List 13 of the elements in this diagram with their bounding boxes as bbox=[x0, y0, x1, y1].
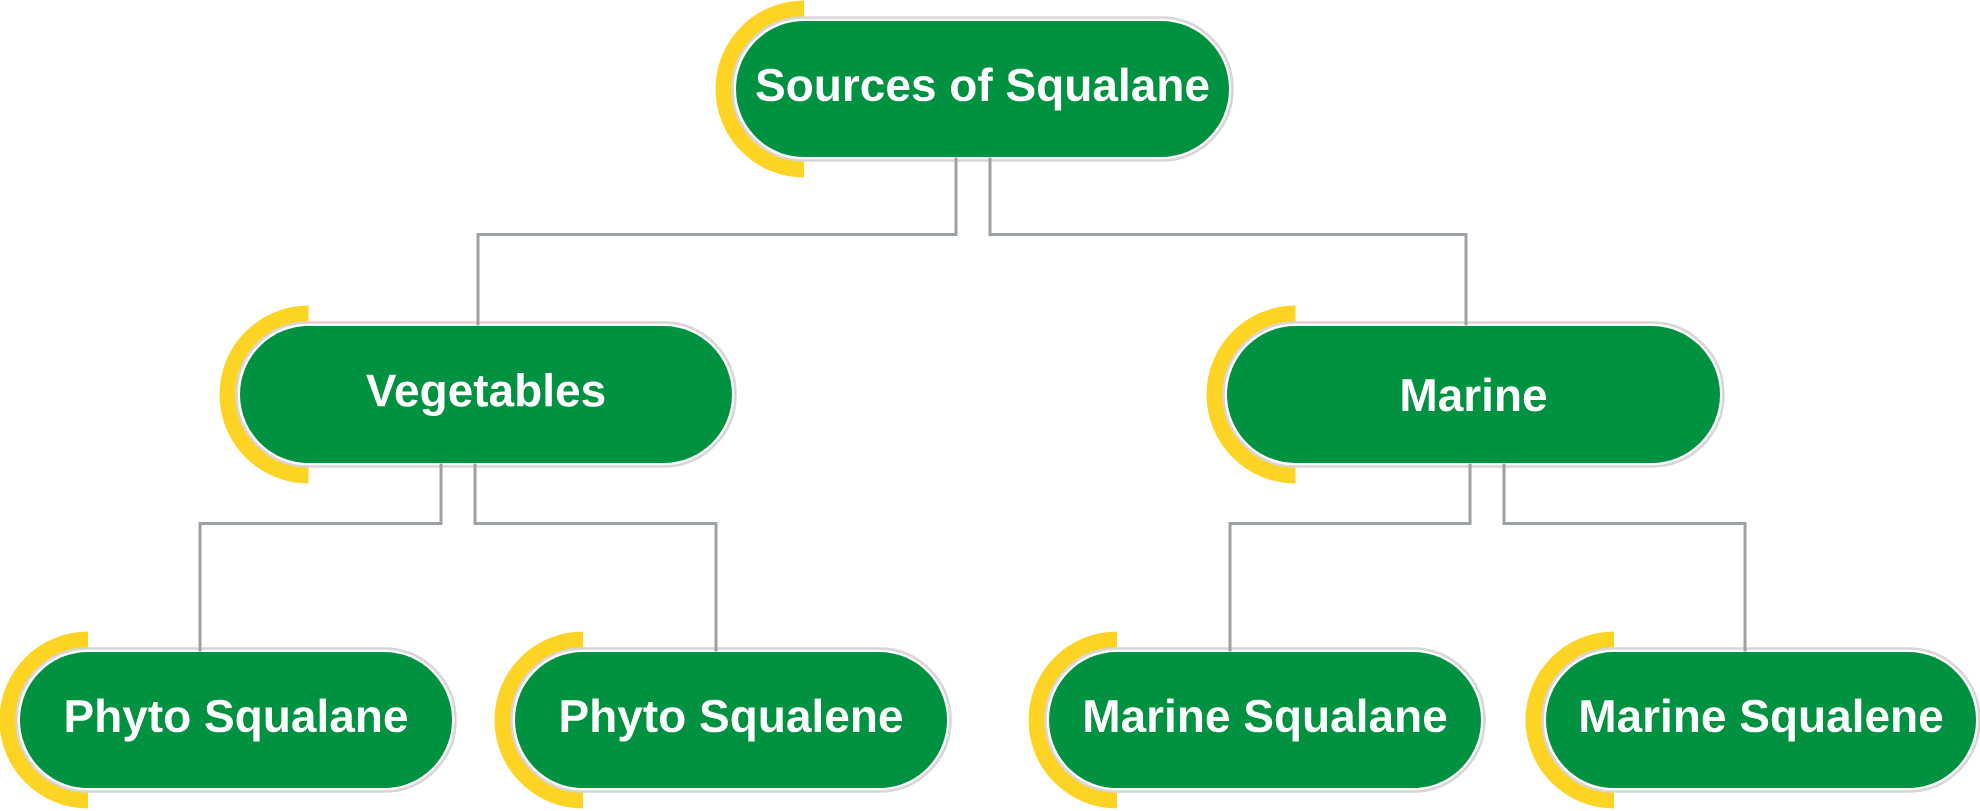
connector-line bbox=[198, 463, 443, 652]
connector-line bbox=[476, 157, 958, 326]
pill-box: Marine Squalene bbox=[1541, 647, 1980, 793]
pill-box: Phyto Squalane bbox=[15, 647, 457, 793]
connector-line bbox=[1228, 463, 1472, 652]
pill-box: Phyto Squalene bbox=[510, 647, 952, 793]
connector-line bbox=[473, 463, 718, 652]
pill-box: Marine Squalane bbox=[1044, 647, 1486, 793]
pill-box: Marine bbox=[1222, 321, 1725, 468]
connector-line bbox=[988, 157, 1468, 326]
pill-box: Vegetables bbox=[235, 321, 737, 468]
pill-box: Sources of Squalane bbox=[731, 16, 1234, 162]
connector-line bbox=[1502, 463, 1747, 652]
